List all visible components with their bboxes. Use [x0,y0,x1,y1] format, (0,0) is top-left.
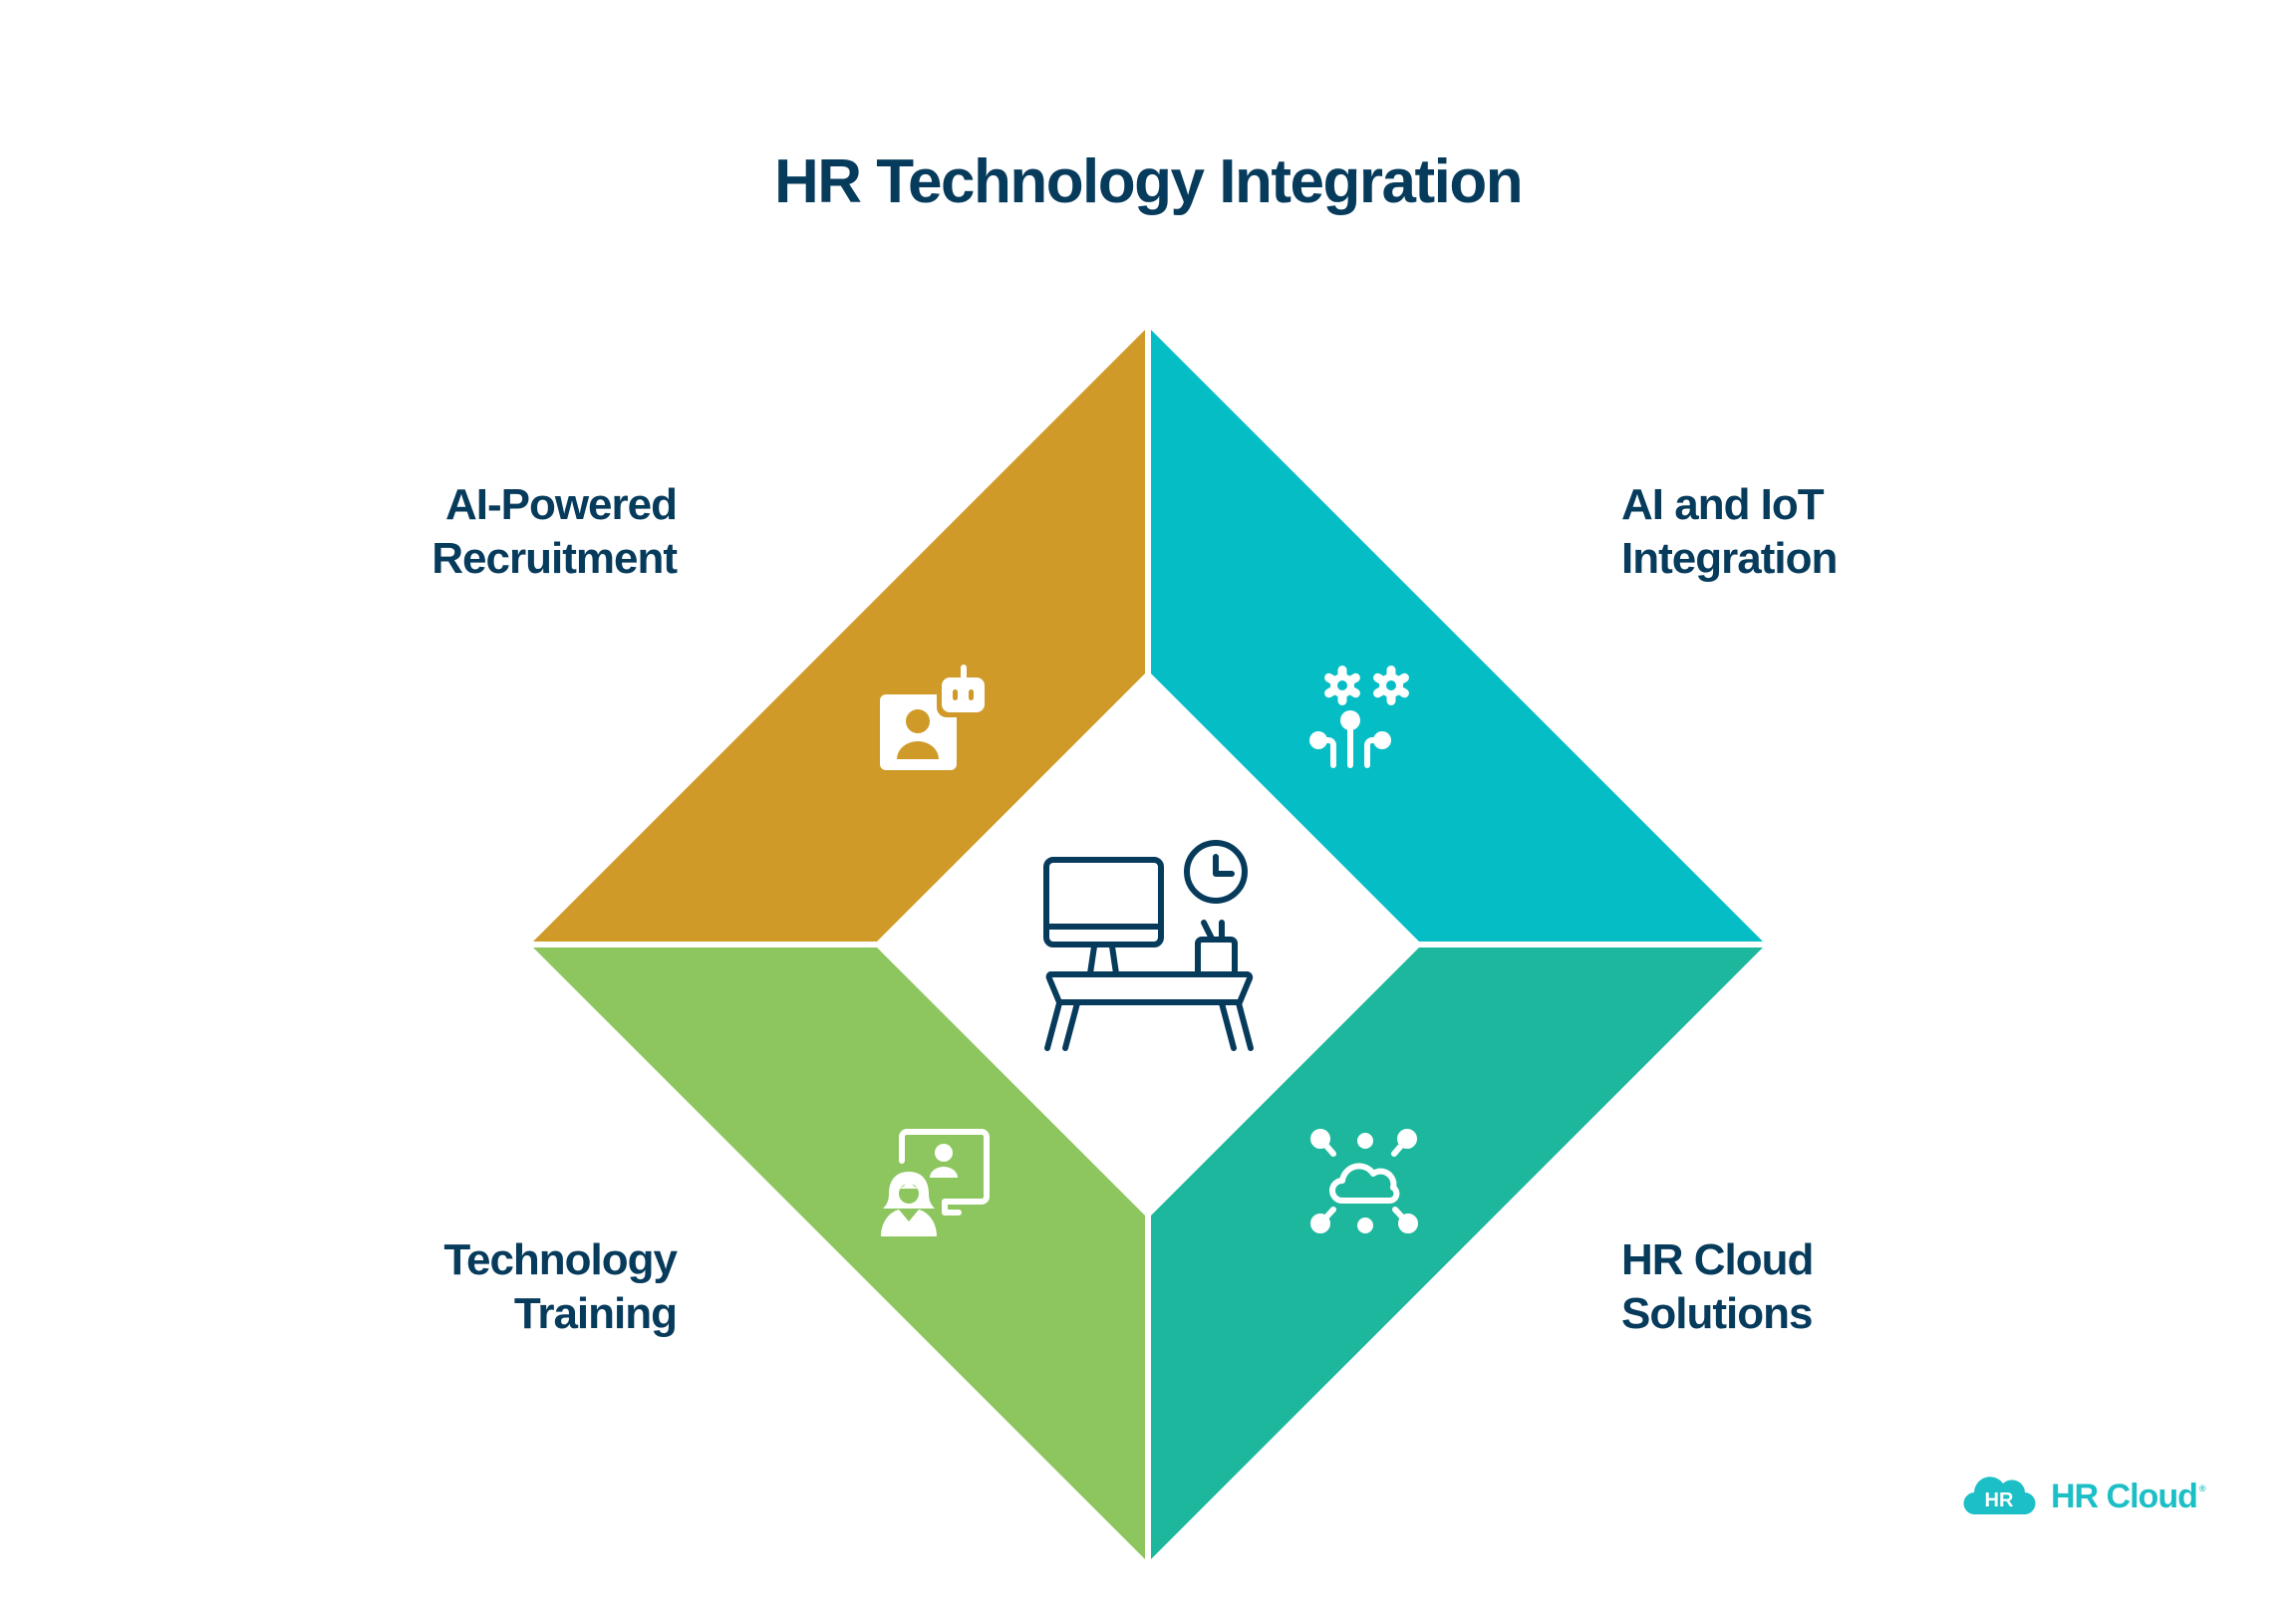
ai-recruitment-icon [880,665,990,770]
logo-name: HR Cloud [2051,1478,2198,1515]
label-hr-cloud-solutions: HR Cloud Solutions [1621,1233,1814,1341]
quadrant-bottom-right [1151,947,1763,1559]
registered-mark: ® [2198,1484,2206,1493]
quadrant-bottom-left [533,947,1145,1559]
label-line: AI and IoT [1621,480,1825,529]
label-ai-powered-recruitment: AI-Powered Recruitment [431,478,678,586]
label-line: Solutions [1621,1289,1813,1338]
workstation-desk-icon [1043,840,1254,1051]
cloud-logo-icon: HR [1963,1477,2036,1515]
clock-icon [1184,840,1248,904]
monitor-icon [1043,857,1164,947]
label-line: Recruitment [431,534,678,583]
ai-iot-icon [1309,666,1409,768]
label-ai-iot-integration: AI and IoT Integration [1621,478,1838,586]
quadrant-top-right [1151,330,1763,942]
technology-training-icon [881,1129,990,1236]
label-line: Training [513,1289,678,1338]
label-line: Integration [1621,534,1838,583]
svg-text:HR: HR [1985,1489,2014,1511]
label-technology-training: Technology Training [443,1233,678,1341]
label-line: Technology [443,1235,678,1284]
diagram-title: HR Technology Integration [773,147,1524,216]
label-line: AI-Powered [444,480,678,529]
cloud-network-icon [1310,1129,1418,1233]
pencil-cup-icon [1195,937,1238,976]
desk-icon [1045,971,1254,1005]
hr-cloud-logo: HR HR Cloud® [1963,1477,2205,1516]
logo-text: HR Cloud® [2051,1477,2205,1516]
label-line: HR Cloud [1621,1235,1814,1284]
quadrant-top-left [533,330,1145,942]
